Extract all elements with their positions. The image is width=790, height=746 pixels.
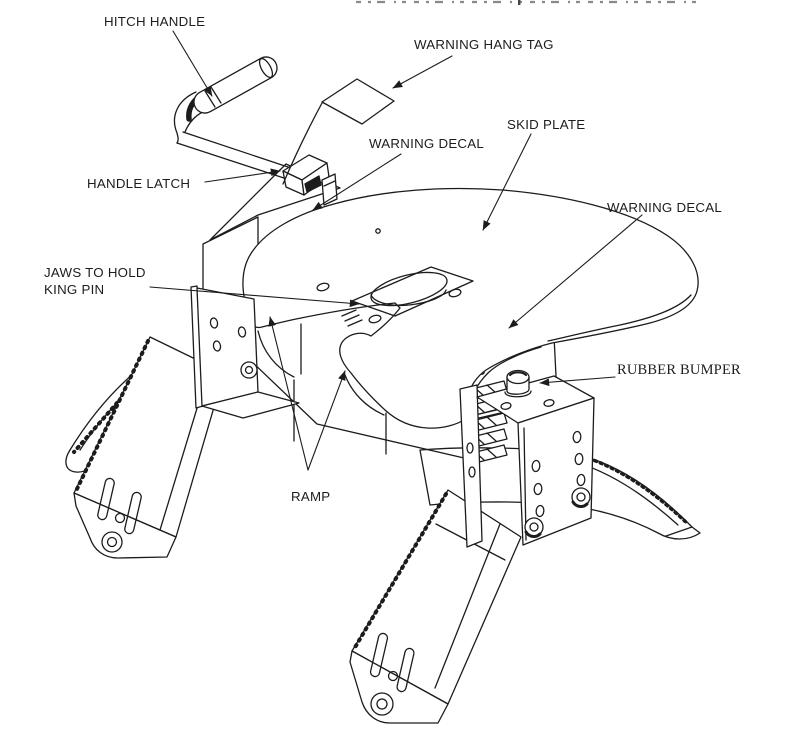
bumper-top-shade xyxy=(508,371,528,377)
label-warning-decal-left: WARNING DECAL xyxy=(369,136,484,151)
left-foot-roller xyxy=(101,531,123,553)
label-handle-latch: HANDLE LATCH xyxy=(87,176,190,191)
bracket-bolt xyxy=(240,361,258,379)
hang-tag-card xyxy=(321,78,395,125)
flange-hole xyxy=(543,399,555,407)
leader-skid-plate xyxy=(482,133,532,231)
bracket-bolt-hub xyxy=(529,522,539,532)
bracket-hole xyxy=(572,430,582,444)
leader-ramp-right xyxy=(307,370,346,471)
mounting-bracket-left xyxy=(190,285,300,419)
leader-warning-decal-right xyxy=(508,214,643,329)
label-ramp: RAMP xyxy=(291,489,330,504)
right-bracket-side-plate xyxy=(459,384,483,548)
callout-labels: HITCH HANDLE WARNING HANG TAG WARNING DE… xyxy=(44,14,741,504)
bracket-bolt-hub xyxy=(244,365,254,375)
king-pin-opening-lip xyxy=(370,289,447,307)
leader-rubber-bumper xyxy=(539,376,616,387)
bracket-hole xyxy=(533,482,543,496)
plate-bolt-hole xyxy=(448,288,462,298)
grip-end-cap xyxy=(258,57,274,79)
leader-hitch-handle xyxy=(172,30,213,97)
left-leg-slot xyxy=(124,491,142,535)
mounting-bracket-right xyxy=(459,375,595,548)
bracket-hole xyxy=(209,317,219,329)
bracket-hole xyxy=(237,326,247,338)
ramp-surface-right xyxy=(344,374,385,416)
plate-bolt-hole xyxy=(368,314,382,324)
bracket-hole xyxy=(531,459,541,473)
front-leg-left xyxy=(73,336,225,559)
left-bracket-base xyxy=(201,391,300,419)
label-jaws-line1: JAWS TO HOLD xyxy=(44,265,146,280)
right-leg-hole xyxy=(387,670,399,682)
right-leg-serration xyxy=(352,492,448,651)
king-pin-opening xyxy=(370,271,448,307)
bracket-hole xyxy=(468,466,476,478)
hitch-handle-assembly xyxy=(173,56,338,206)
right-bracket-fold-line xyxy=(523,427,527,541)
right-foot-roller-hub xyxy=(376,698,388,710)
cropped-text-tick xyxy=(518,0,521,5)
front-leg-right xyxy=(349,489,522,724)
bracket-hole xyxy=(535,504,545,518)
leader-lines xyxy=(149,30,643,471)
leader-jaws xyxy=(149,286,360,308)
label-rubber-bumper: RUBBER BUMPER xyxy=(617,362,741,378)
jaw-spring-coils xyxy=(341,309,363,327)
king-pin-recess xyxy=(351,266,474,317)
flange-hole xyxy=(500,402,512,410)
label-warning-decal-right: WARNING DECAL xyxy=(607,200,722,215)
rubber-bumper xyxy=(504,369,532,398)
label-warning-hang-tag: WARNING HANG TAG xyxy=(414,37,554,52)
leader-warning-hang-tag xyxy=(392,55,453,89)
leader-handle-latch xyxy=(204,168,281,183)
handle-elbow-outer xyxy=(173,91,197,144)
right-leg-slot xyxy=(396,647,415,693)
bumper-base xyxy=(504,390,532,398)
leader-ramp-left xyxy=(268,316,309,471)
plate-rivet-dot xyxy=(375,228,381,234)
skid-plate-rim-lip xyxy=(547,294,692,342)
left-leg-slot xyxy=(97,477,115,521)
left-bracket-face xyxy=(196,287,259,407)
bracket-hole xyxy=(576,473,586,487)
bolt-shadow xyxy=(571,500,589,508)
left-leg-hole xyxy=(114,512,126,524)
latch-bracket xyxy=(321,173,338,206)
bracket-hole xyxy=(574,452,584,466)
leader-warning-decal-left xyxy=(312,153,402,211)
left-leg-serration xyxy=(74,339,150,493)
bracket-bolt-hub xyxy=(576,492,586,502)
latch-bracket-edge xyxy=(323,180,336,187)
label-jaws-line2: KING PIN xyxy=(44,282,104,297)
cropped-top-text-fragments xyxy=(356,0,700,5)
left-foot-roller-hub xyxy=(106,536,118,548)
hang-tag-string xyxy=(282,102,323,185)
label-hitch-handle: HITCH HANDLE xyxy=(104,14,205,29)
right-foot-roller xyxy=(370,692,394,716)
bracket-hole xyxy=(212,340,222,352)
bolt-shadow xyxy=(524,530,542,538)
warning-hang-tag-shape xyxy=(282,78,395,185)
right-leg-slot xyxy=(369,632,389,678)
throat-and-ramps xyxy=(257,323,387,455)
label-skid-plate: SKID PLATE xyxy=(507,117,585,132)
rear-arm-right-tip-edge xyxy=(665,526,693,537)
hitch-handle-grip xyxy=(193,56,278,114)
bracket-hole xyxy=(466,442,474,454)
handle-latch-shadow xyxy=(304,175,322,193)
ramp-surface-left xyxy=(257,330,295,378)
plate-bolt-hole xyxy=(316,282,330,292)
